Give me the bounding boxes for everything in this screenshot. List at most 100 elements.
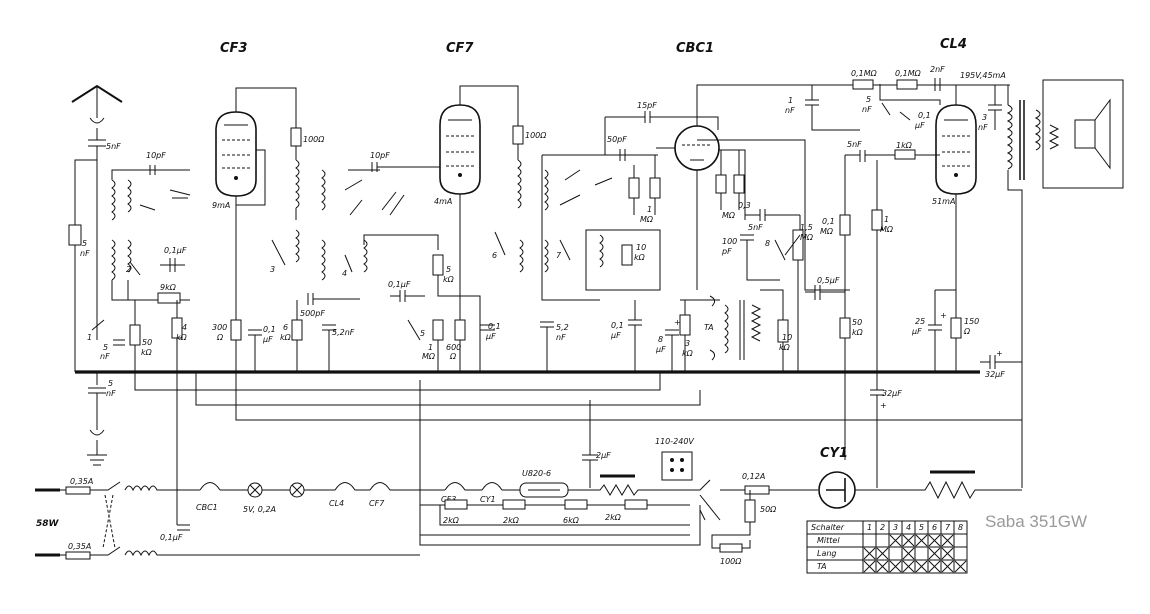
svg-text:9kΩ: 9kΩ — [160, 283, 177, 292]
svg-text:5: 5 — [446, 265, 451, 274]
mains-heater-chain: 0,35A 0,35A 58W CBC1 5V, 0,2A CL4 CF7 CF… — [35, 437, 818, 566]
svg-text:μF: μF — [485, 332, 496, 341]
svg-text:0,1μF: 0,1μF — [388, 280, 411, 289]
resistor-1m — [432, 319, 444, 341]
svg-text:6: 6 — [283, 323, 288, 332]
resistor-300 — [230, 319, 242, 341]
svg-text:110-240V: 110-240V — [655, 437, 694, 446]
table-cross-mark — [889, 560, 902, 573]
svg-text:kΩ: kΩ — [443, 275, 455, 284]
resistor-1k — [894, 149, 916, 160]
svg-text:nF: nF — [978, 123, 988, 132]
svg-text:100Ω: 100Ω — [720, 557, 742, 566]
svg-text:kΩ: kΩ — [682, 349, 694, 358]
table-cross-mark — [941, 534, 954, 547]
svg-text:2μF: 2μF — [596, 451, 611, 460]
svg-text:μF: μF — [262, 335, 273, 344]
svg-text:2kΩ: 2kΩ — [443, 516, 460, 525]
svg-text:100: 100 — [722, 237, 737, 246]
svg-text:0,1μF: 0,1μF — [160, 533, 183, 542]
svg-text:0,5μF: 0,5μF — [817, 276, 840, 285]
input-coil-2 — [111, 239, 116, 281]
svg-text:5: 5 — [103, 343, 108, 352]
svg-text:1,5: 1,5 — [800, 223, 813, 232]
table-cross-mark — [902, 560, 915, 573]
svg-text:CY1: CY1 — [820, 446, 848, 461]
svg-text:3: 3 — [685, 339, 690, 348]
table-cross-mark — [954, 560, 967, 573]
resistor-5k — [432, 254, 444, 276]
svg-text:0,1: 0,1 — [488, 322, 501, 331]
svg-text:600: 600 — [446, 343, 461, 352]
svg-text:+: + — [940, 311, 947, 320]
svg-text:MΩ: MΩ — [800, 233, 814, 242]
svg-text:2kΩ: 2kΩ — [503, 516, 520, 525]
table-cross-mark — [915, 560, 928, 573]
table-cross-mark — [928, 547, 941, 560]
svg-text:0,1: 0,1 — [822, 217, 835, 226]
svg-text:Ω: Ω — [963, 327, 971, 336]
resistor-50 — [744, 499, 756, 523]
svg-text:+: + — [996, 349, 1003, 358]
svg-text:1: 1 — [428, 343, 433, 352]
svg-text:0,35A: 0,35A — [68, 542, 91, 551]
table-cross-mark — [863, 560, 876, 573]
svg-text:nF: nF — [862, 105, 872, 114]
resistor-600 — [454, 319, 466, 341]
earth-ground-symbol — [87, 440, 107, 466]
svg-text:51mA: 51mA — [932, 197, 955, 206]
table-column-number: 3 — [893, 523, 898, 532]
svg-text:10: 10 — [782, 333, 792, 342]
table-cross-mark — [876, 560, 889, 573]
model-name: Saba 351GW — [985, 512, 1087, 531]
svg-text:100Ω: 100Ω — [303, 135, 325, 144]
switch-7 — [559, 239, 571, 261]
output-transformer — [1006, 85, 1041, 488]
fuse-035a-1 — [65, 486, 91, 495]
svg-text:MΩ: MΩ — [820, 227, 834, 236]
svg-text:6: 6 — [492, 251, 497, 260]
svg-text:nF: nF — [785, 106, 795, 115]
switch-5 — [407, 319, 421, 341]
svg-text:1: 1 — [788, 96, 793, 105]
antenna-symbol — [71, 84, 123, 140]
table-row-label: Lang — [817, 549, 837, 558]
table-cross-mark — [889, 534, 902, 547]
svg-text:nF: nF — [556, 333, 566, 342]
switch-6 — [494, 231, 506, 256]
svg-text:CL4: CL4 — [329, 499, 344, 508]
svg-text:10pF: 10pF — [370, 151, 390, 160]
voltage-selector — [661, 451, 693, 481]
svg-text:nF: nF — [100, 352, 110, 361]
svg-text:10pF: 10pF — [146, 151, 166, 160]
svg-text:2kΩ: 2kΩ — [605, 513, 622, 522]
svg-text:7: 7 — [556, 251, 562, 260]
svg-text:nF: nF — [80, 249, 90, 258]
svg-text:50pF: 50pF — [607, 135, 627, 144]
svg-text:0,1: 0,1 — [611, 321, 624, 330]
table-row-label: Mittel — [817, 536, 840, 545]
svg-text:1: 1 — [884, 215, 889, 224]
table-cross-mark — [902, 547, 915, 560]
switch-4 — [344, 254, 353, 273]
tube-cf3: CF3 9mA — [212, 41, 297, 320]
svg-text:MΩ: MΩ — [422, 352, 436, 361]
svg-text:32μF: 32μF — [985, 370, 1005, 379]
resistor-9k — [157, 292, 181, 304]
fuse-012a — [744, 485, 770, 495]
svg-text:5: 5 — [108, 379, 113, 388]
svg-text:5: 5 — [82, 239, 87, 248]
svg-text:195V,45mA: 195V,45mA — [960, 71, 1006, 80]
svg-text:15pF: 15pF — [637, 101, 657, 110]
svg-text:4: 4 — [182, 323, 187, 332]
table-cross-mark — [863, 547, 876, 560]
svg-text:1: 1 — [87, 333, 92, 342]
tube-cy1: CY1 — [818, 446, 1022, 509]
svg-text:TA: TA — [704, 323, 714, 332]
table-column-number: 6 — [932, 523, 937, 532]
svg-text:CBC1: CBC1 — [676, 41, 714, 56]
resistor-50k — [129, 324, 141, 346]
svg-text:0,1MΩ: 0,1MΩ — [895, 69, 922, 78]
svg-text:0,1: 0,1 — [918, 111, 931, 120]
